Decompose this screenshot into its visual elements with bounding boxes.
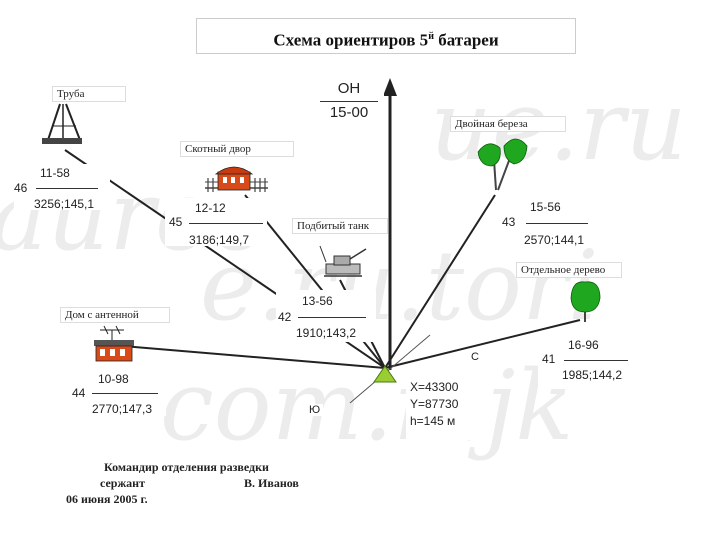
signature-name: В. Иванов	[244, 476, 299, 490]
ref-range: 2770;147,3	[92, 402, 153, 416]
fraction-bar	[564, 360, 628, 361]
ref-angle: 11-58	[40, 166, 70, 180]
double-birch-icon	[477, 138, 528, 191]
ref-45: 45 12-12 3186;149,7	[165, 198, 267, 247]
battery-coordinates: X=43300 Y=87730 h=145 м	[406, 376, 482, 440]
antenna-house-icon	[94, 325, 134, 362]
signature-position: Командир отделения разведки	[104, 460, 269, 474]
compass-south: Ю	[306, 404, 324, 416]
fraction-bar	[189, 223, 263, 224]
ray-antenna-house	[109, 344, 386, 369]
ray-birch	[384, 194, 496, 369]
ref-angle: 13-56	[302, 294, 333, 308]
ref-range: 1985;144,2	[562, 368, 623, 382]
lone-tree-icon	[570, 281, 601, 322]
ref-number: 45	[169, 215, 183, 229]
fraction-bar	[320, 101, 378, 102]
compass-line	[349, 334, 431, 404]
ref-range: 3186;149,7	[189, 233, 250, 247]
ray-lone-tree	[384, 319, 581, 369]
pipe-icon	[42, 103, 82, 144]
label-tank: Подбитый танк	[292, 218, 388, 234]
ref-range: 1910;143,2	[296, 326, 357, 340]
main-direction-bottom: 15-00	[329, 104, 369, 121]
fraction-bar	[526, 223, 588, 224]
fraction-bar	[36, 188, 98, 189]
ref-angle: 15-56	[530, 200, 561, 214]
ref-43: 43 15-56 2570;144,1	[500, 196, 596, 248]
ref-42: 42 13-56 1910;143,2	[276, 290, 376, 342]
ref-number: 43	[502, 215, 516, 229]
cattle-yard-icon	[205, 166, 268, 192]
ref-number: 44	[72, 386, 86, 400]
main-direction-top: ОН	[337, 80, 361, 97]
label-lone-tree: Отдельное дерево	[516, 262, 622, 278]
compass-north: С	[468, 351, 482, 363]
coord-h: h=145 м	[410, 414, 456, 428]
label-cattle-yard: Скотный двор	[180, 141, 294, 157]
ref-range: 3256;145,1	[34, 197, 95, 211]
signature-rank: сержант	[100, 476, 145, 490]
diagram-title: Схема ориентиров 5й батареи	[196, 18, 576, 54]
label-pipe: Труба	[52, 86, 126, 102]
fraction-bar	[298, 317, 366, 318]
ref-number: 41	[542, 352, 556, 366]
ref-range: 2570;144,1	[524, 233, 585, 247]
signature-date: 06 июня 2005 г.	[66, 492, 148, 506]
arrowhead	[383, 78, 397, 96]
ref-number: 42	[278, 310, 292, 324]
ref-angle: 12-12	[195, 201, 226, 215]
ref-number: 46	[14, 181, 28, 195]
ref-angle: 16-96	[568, 338, 599, 352]
coord-x: X=43300	[410, 380, 459, 394]
label-antenna-house: Дом с антенной	[60, 307, 170, 323]
destroyed-tank-icon	[319, 245, 367, 277]
coord-y: Y=87730	[410, 397, 459, 411]
signature-block: Командир отделения разведки сержант В. И…	[60, 452, 348, 532]
observer-triangle	[373, 365, 397, 383]
ref-angle: 10-98	[98, 372, 129, 386]
main-direction-label: ОН 15-00	[314, 76, 384, 122]
label-birch: Двойная береза	[450, 116, 566, 132]
ref-46: 46 11-58 3256;145,1	[14, 164, 110, 211]
ref-41: 41 16-96 1985;144,2	[538, 336, 636, 386]
ref-44: 44 10-98 2770;147,3	[70, 368, 166, 416]
fraction-bar	[92, 393, 158, 394]
